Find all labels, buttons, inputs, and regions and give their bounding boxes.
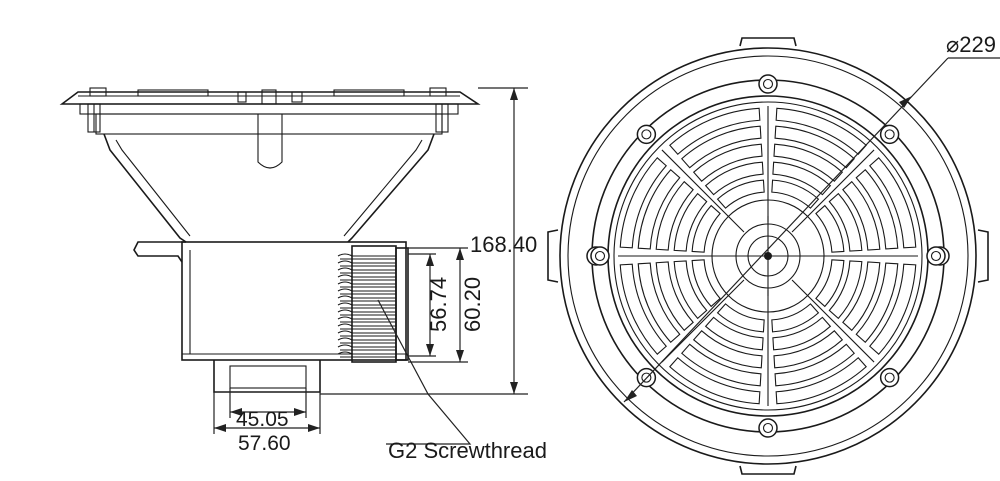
tab-hole (926, 246, 946, 266)
thread-line (337, 337, 396, 341)
grate-slot (655, 261, 694, 332)
grate-slot (773, 330, 844, 369)
grate-slot (680, 125, 762, 169)
grate-spoke (791, 149, 875, 233)
bolt-hole-inner (641, 372, 652, 383)
grate-slot (868, 157, 917, 249)
grate-slot (772, 316, 832, 351)
thread-line (337, 295, 396, 299)
grate-slot (691, 204, 721, 253)
thread-line (337, 316, 396, 320)
tab-hole-inner (594, 250, 606, 262)
grate-slot (772, 161, 832, 196)
thread-line (337, 253, 396, 257)
grate-slot (775, 356, 867, 405)
grate-slot (669, 356, 761, 405)
bolt-hole-inner (884, 372, 895, 383)
side-view (59, 87, 481, 393)
grate-slot (655, 180, 694, 251)
grate-slot (842, 180, 881, 251)
bolt-hole (879, 367, 900, 388)
grate-slot (619, 263, 668, 355)
grate-slot (868, 263, 917, 355)
grate-spoke (791, 279, 875, 363)
thread-line (337, 330, 396, 334)
grate-slot (716, 303, 765, 333)
grate-slot (619, 157, 668, 249)
bolt-hole (758, 418, 778, 438)
thread-line (337, 274, 396, 278)
thread-inner-label: 56.74 (426, 277, 451, 332)
diameter-label: ⌀229 (946, 32, 996, 57)
thread-callout-label: G2 Screwthread (388, 438, 547, 463)
tab-hole-inner (930, 250, 942, 262)
thread-line (337, 260, 396, 264)
grate-spoke (661, 149, 745, 233)
thread-line (337, 351, 396, 355)
screw-thread (337, 253, 396, 358)
grate-slot (828, 192, 863, 252)
grate-slot (691, 259, 721, 308)
grate-slot (673, 260, 708, 320)
grate-slot (771, 303, 820, 333)
thread-line (337, 344, 396, 348)
grate-slot (637, 262, 681, 344)
bolt-hole-inner (762, 422, 774, 434)
grate-slot (774, 125, 856, 169)
thread-line (337, 302, 396, 306)
outlet-outer-label: 57.60 (238, 432, 291, 455)
bolt-hole (758, 74, 778, 94)
grate-slot (673, 192, 708, 252)
grate-slot (828, 260, 863, 320)
grate-slot (774, 343, 856, 387)
grate-slot (775, 107, 867, 156)
grate-slot (716, 179, 765, 209)
outlet-inner-label: 45.05 (236, 408, 289, 431)
grate-slot (842, 261, 881, 332)
bolt-hole-inner (884, 129, 895, 140)
grate-slot (692, 143, 763, 182)
grate-slot (815, 204, 845, 253)
tab-hole (590, 246, 610, 266)
thread-line (337, 281, 396, 285)
grate-slot (637, 168, 681, 250)
grate-slot (680, 343, 762, 387)
thread-line (337, 288, 396, 292)
overall-height-label: 168.40 (470, 232, 537, 257)
side-view-dimensions (213, 87, 528, 445)
grate-slot (704, 316, 764, 351)
bolt-hole-inner (762, 78, 774, 90)
grate-slot (855, 168, 899, 250)
thread-line (337, 323, 396, 327)
bolt-hole (636, 124, 657, 145)
grate-slot (704, 161, 764, 196)
bolt-hole (879, 124, 900, 145)
grate-slot (771, 179, 820, 209)
grate-slot (669, 107, 761, 156)
grate-slots (618, 106, 918, 406)
bolt-holes (586, 74, 950, 438)
grate-slot (855, 262, 899, 344)
grate-spoke (661, 279, 745, 363)
thread-line (337, 267, 396, 271)
grate-slot (815, 259, 845, 308)
thread-outer-label: 60.20 (460, 277, 485, 332)
grate-slot (692, 330, 763, 369)
thread-line (337, 309, 396, 313)
grate-slot (773, 143, 844, 182)
diameter-dimension (623, 57, 1000, 403)
bolt-hole-inner (641, 129, 652, 140)
